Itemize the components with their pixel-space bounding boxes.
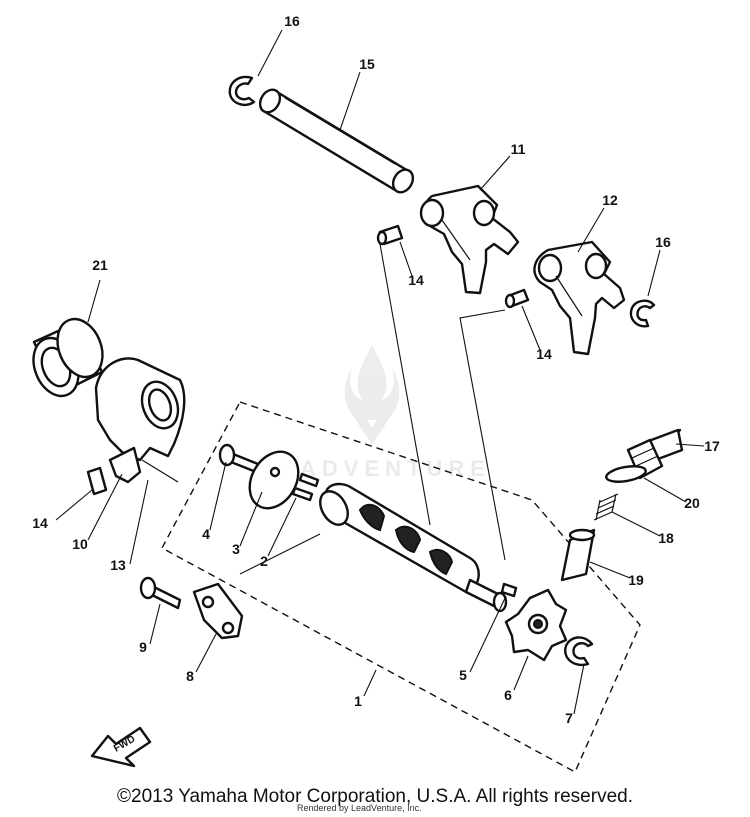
callout-6: 6 [504,687,512,703]
circlip-right [629,299,656,328]
callout-14: 14 [536,346,552,362]
dowel-pin-upper [376,224,404,246]
copyright-notice: ©2013 Yamaha Motor Corporation, U.S.A. A… [117,786,633,807]
shift-cam [504,588,568,662]
callout-16: 16 [284,13,300,29]
callout-4: 4 [202,526,210,542]
callout-15: 15 [359,56,375,72]
spring [593,493,619,521]
watermark-text: ADVENTURE [300,456,491,481]
assembly-dashed-boundary [161,401,641,773]
screw-4 [218,443,260,474]
shift-fork-2 [533,240,626,356]
callout-1: 1 [354,693,362,709]
leader-lines [55,29,705,715]
dowel-pin-left [86,466,108,496]
callout-7: 7 [565,710,573,726]
shift-drum-housing [94,357,186,484]
shift-fork-shaft [258,88,415,194]
stopper-lever [192,582,244,640]
pin-5 [500,582,518,598]
shift-fork-1 [419,184,520,295]
callout-10: 10 [72,536,88,552]
spring-pin [141,459,179,483]
dowel-pin-2 [291,472,320,502]
callout-20: 20 [684,495,700,511]
dowel-pin-mid [504,288,530,309]
callout-19: 19 [628,572,644,588]
pin-alignment-line-1 [379,243,431,526]
pin-alignment-line-2 [459,309,506,561]
bolt-9 [139,576,182,610]
callout-9: 9 [139,639,147,655]
callout-21: 21 [92,257,108,273]
fwd-arrow: FWD [90,726,152,768]
watermark-logo [344,345,400,445]
callout-13: 13 [110,557,126,573]
callout-5: 5 [459,667,467,683]
rendered-by-credit: Rendered by LeadVenture, Inc. [297,803,422,813]
stopper-plate [248,450,300,510]
washer [605,465,647,483]
callout-16: 16 [655,234,671,250]
callout-14: 14 [408,272,424,288]
sleeve [560,528,596,582]
circlip-top [228,75,256,106]
callout-17: 17 [704,438,720,454]
callout-11: 11 [511,141,526,157]
callout-18: 18 [658,530,674,546]
callout-14: 14 [32,515,48,531]
callout-8: 8 [186,668,194,684]
circlip-bottom [564,636,594,667]
callout-3: 3 [232,541,240,557]
callout-12: 12 [602,192,618,208]
callout-2: 2 [260,553,268,569]
shift-drum [319,482,508,613]
